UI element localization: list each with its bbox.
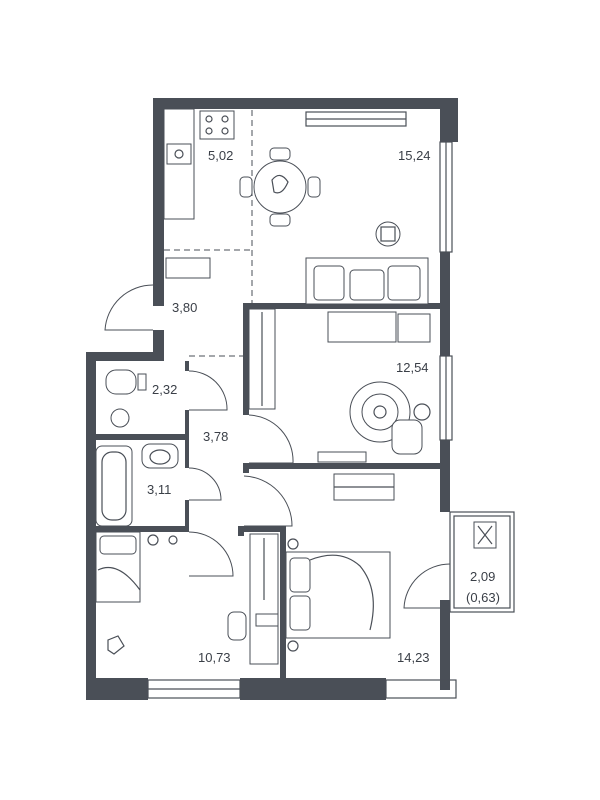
windows bbox=[147, 111, 457, 699]
bedroom-east-furniture bbox=[248, 308, 431, 463]
bedroom-southeast-furniture bbox=[285, 473, 395, 652]
sofa bbox=[305, 221, 429, 305]
area-label-bedroom-southwest: 10,73 bbox=[198, 650, 231, 665]
area-label-living: 15,24 bbox=[398, 148, 431, 163]
area-label-bedroom-southeast: 14,23 bbox=[397, 650, 430, 665]
dining-set bbox=[239, 147, 321, 227]
walls bbox=[86, 98, 458, 700]
toilet-fixtures bbox=[105, 369, 147, 428]
area-label-bathroom: 3,11 bbox=[147, 482, 171, 497]
bedroom-southwest-furniture bbox=[95, 531, 279, 665]
zone-boundaries bbox=[164, 110, 253, 357]
bathroom-fixtures bbox=[95, 443, 179, 527]
area-label-balcony-reduced: (0,63) bbox=[466, 590, 500, 605]
kitchen-furniture bbox=[163, 108, 235, 279]
area-label-hall: 3,80 bbox=[172, 300, 197, 315]
area-label-bedroom-east: 12,54 bbox=[396, 360, 429, 375]
balcony bbox=[449, 511, 515, 613]
area-labels: 5,02 15,24 3,80 2,32 3,78 12,54 3,11 10,… bbox=[147, 148, 500, 665]
area-label-kitchen: 5,02 bbox=[208, 148, 233, 163]
area-label-toilet: 2,32 bbox=[152, 382, 177, 397]
area-label-balcony: 2,09 bbox=[470, 569, 495, 584]
doors bbox=[104, 284, 451, 609]
area-label-corridor: 3,78 bbox=[203, 429, 228, 444]
